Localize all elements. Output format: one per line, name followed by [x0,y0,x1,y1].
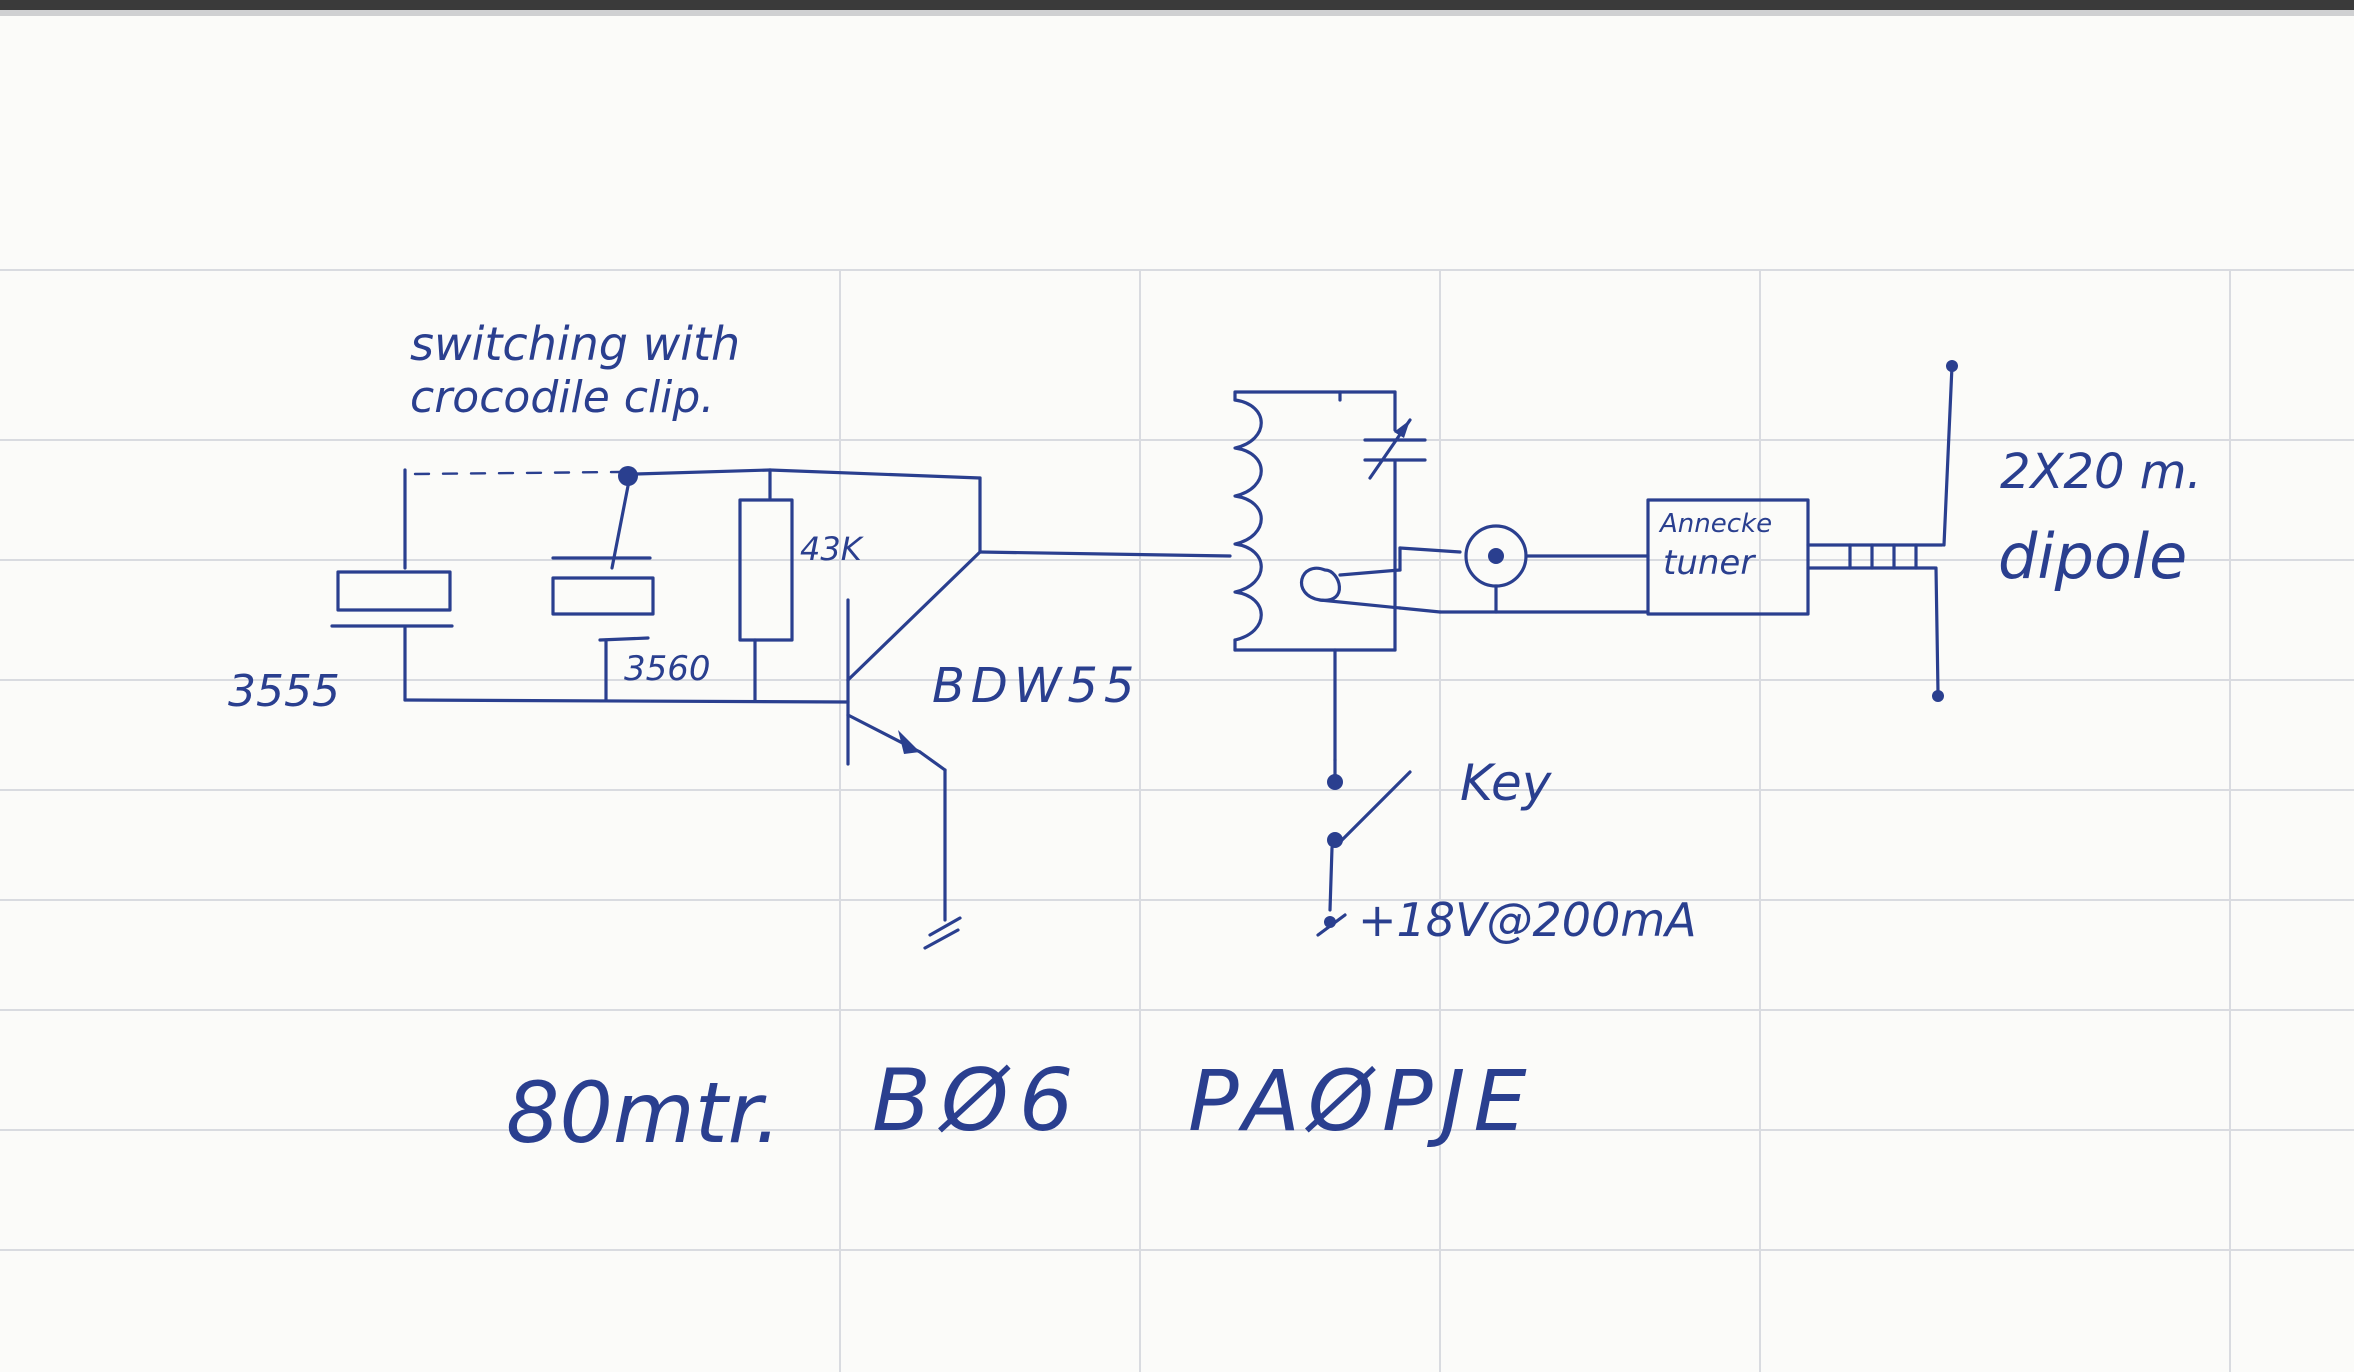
top-bus-wire [768,468,982,480]
crystal-3560 [551,466,655,702]
tank-circuit [1233,390,1427,762]
resistor-43k [634,468,794,702]
model-code: BØ6 [872,1051,1083,1151]
note-switching-line2: crocodile clip. [410,372,714,423]
scan-edge [0,0,2354,10]
tuner-label-line1: Annecke [1658,509,1772,539]
crystal-3555 [330,468,454,702]
callsign: PAØPJE [1188,1052,1535,1150]
link-coil [1300,566,1341,602]
clip-node-icon [618,466,638,486]
transistor-bdw55 [846,550,982,950]
crocodile-clip-dashed-link [413,470,622,476]
band-label: 80mtr. [506,1064,781,1162]
note-switching-line1: switching with [410,317,740,371]
transistor-label: BDW55 [932,658,1140,714]
annecke-tuner-box [1646,498,1810,616]
ladder-line [1806,543,1944,570]
tuner-label-line2: tuner [1663,543,1756,583]
antenna-label-line1: 2X20 m. [2000,444,2202,500]
dipole-antenna [1932,360,1958,702]
crystal-label-3555: 3555 [228,666,340,717]
supply-label: +18V@200mA [1358,893,1697,947]
antenna-label-line2: dipole [1998,520,2187,593]
collector-wire [978,550,1232,558]
base-bus-wire [403,698,850,704]
key-switch [1316,758,1412,937]
crystal-label-3560: 3560 [624,649,711,689]
ground-symbol [928,916,962,937]
coax-connector-icon [1398,524,1650,614]
scan-edge-shade [0,10,2354,16]
key-label: Key [1460,754,1553,812]
resistor-label: 43K [800,530,865,568]
primary-coil [1233,398,1263,642]
bleed-through-grid [0,269,2354,1372]
